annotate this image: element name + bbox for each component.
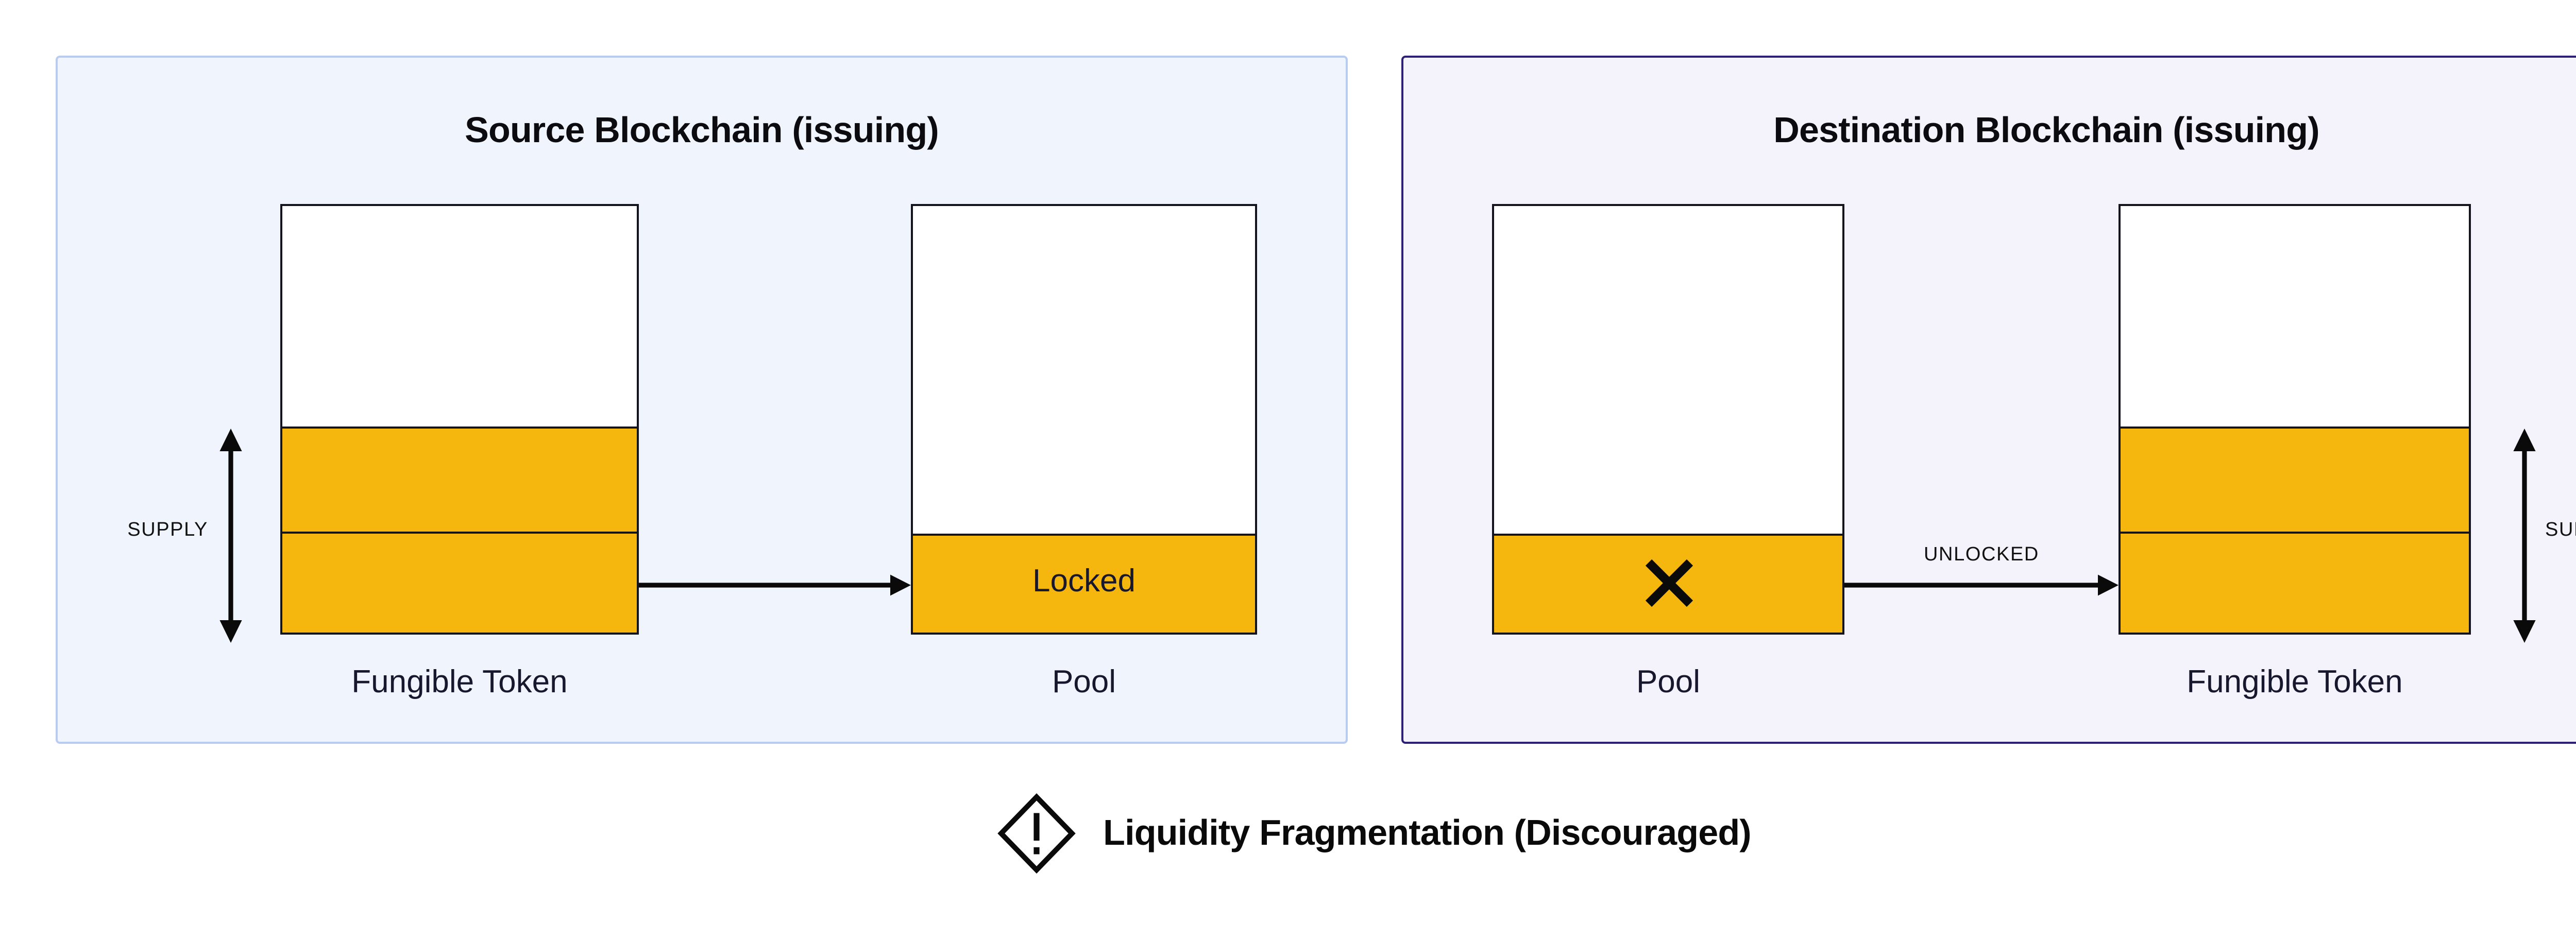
pool-box-label: Pool [1636,666,1701,701]
caption-text: Liquidity Fragmentation (Discouraged) [1103,812,1751,853]
supply-label: SUPPLY [2545,519,2576,542]
source-panel: Source Blockchain (issuing) Locked SUPPL… [56,56,1348,744]
pool-blocked-section [1494,533,1842,633]
token-supply-upper-section [282,427,637,532]
token-supply-locked-section [282,532,637,633]
token-box-label: Fungible Token [2187,666,2403,701]
source-fungible-token-box [280,204,639,635]
unlock-transfer-arrow-icon [1844,574,2119,596]
token-empty-section [282,206,637,427]
unlocked-label: UNLOCKED [1924,544,2039,567]
source-pool-box: Locked [911,204,1257,635]
destination-panel-title: Destination Blockchain (issuing) [1773,109,2319,150]
lock-transfer-arrow-icon [639,574,911,596]
supply-range-arrow-icon [219,429,242,643]
destination-panel: Destination Blockchain (issuing) UNLOCKE… [1401,56,2576,744]
supply-label: SUPPLY [127,519,208,542]
locked-label: Locked [1032,565,1136,600]
token-box-label: Fungible Token [351,666,568,701]
token-empty-section [2121,206,2469,427]
pool-empty-section [913,206,1255,533]
source-panel-title: Source Blockchain (issuing) [465,109,939,150]
token-supply-upper-section [2121,427,2469,532]
pool-locked-section: Locked [913,533,1255,633]
pool-box-label: Pool [1052,666,1116,701]
destination-fungible-token-box [2119,204,2471,635]
supply-range-arrow-icon [2513,429,2536,643]
x-mark-icon [1644,559,1692,608]
pool-empty-section [1494,206,1842,533]
token-supply-unlocked-section [2121,532,2469,633]
destination-pool-box [1492,204,1844,635]
warning-diamond-exclamation-icon [998,793,1076,874]
caption: Liquidity Fragmentation (Discouraged) [0,793,2576,874]
